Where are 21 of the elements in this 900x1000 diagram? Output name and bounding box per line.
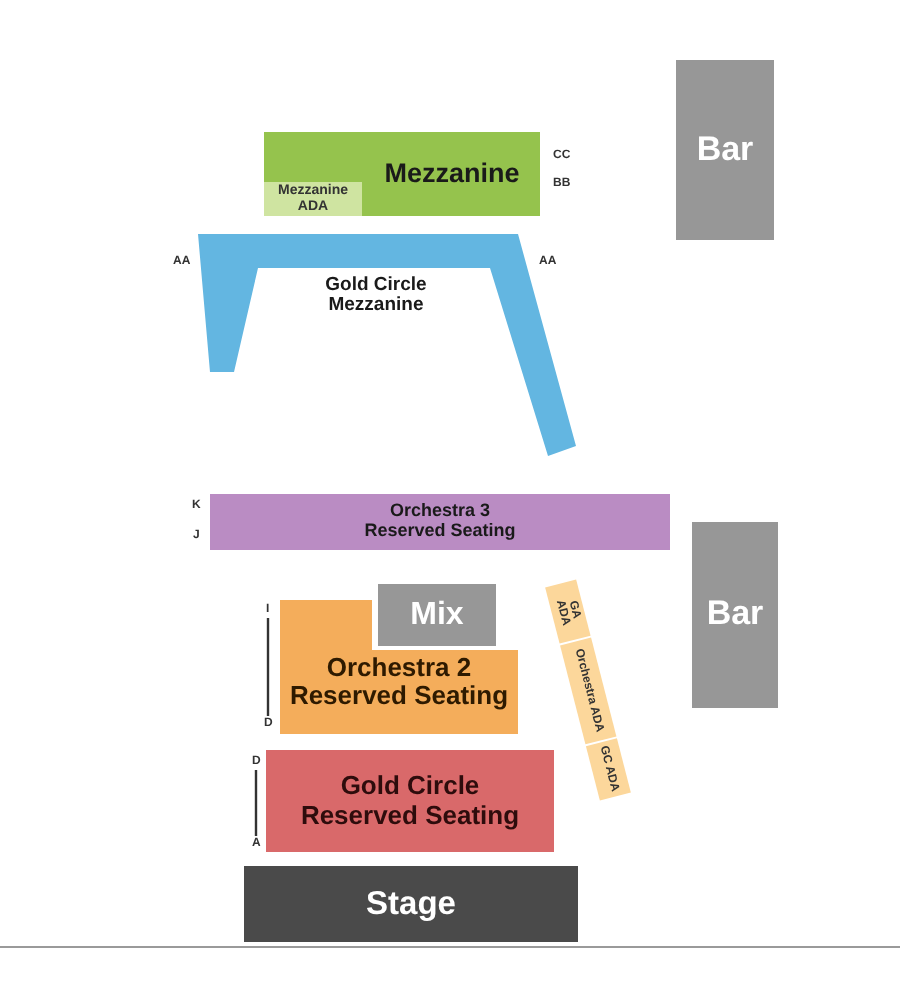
mix-position bbox=[378, 584, 496, 646]
seating-section bbox=[280, 600, 518, 734]
accessible-seating-section bbox=[264, 182, 362, 216]
seating-section bbox=[266, 750, 554, 852]
seating-section bbox=[210, 494, 670, 550]
accessible-seating-section bbox=[585, 738, 631, 801]
bar-area bbox=[692, 522, 778, 708]
bar-name: Bar bbox=[706, 596, 764, 634]
section-name: Mezzanine bbox=[384, 159, 520, 189]
mix-label: Mix bbox=[410, 597, 464, 633]
accessible-seating-section bbox=[545, 579, 591, 644]
bar-area bbox=[676, 60, 774, 240]
seating-section bbox=[264, 132, 540, 216]
stage bbox=[244, 866, 578, 942]
stage-label: Stage bbox=[366, 885, 456, 923]
section-name: Gold Circle Mezzanine bbox=[323, 276, 429, 318]
bar-name: Bar bbox=[696, 131, 754, 169]
section-name: Orchestra 2 Reserved Seating bbox=[287, 654, 511, 712]
section-name: Orchestra 3 Reserved Seating bbox=[362, 502, 518, 542]
seating-section bbox=[198, 234, 578, 456]
section-name: Gold Circle Reserved Seating bbox=[298, 772, 522, 830]
